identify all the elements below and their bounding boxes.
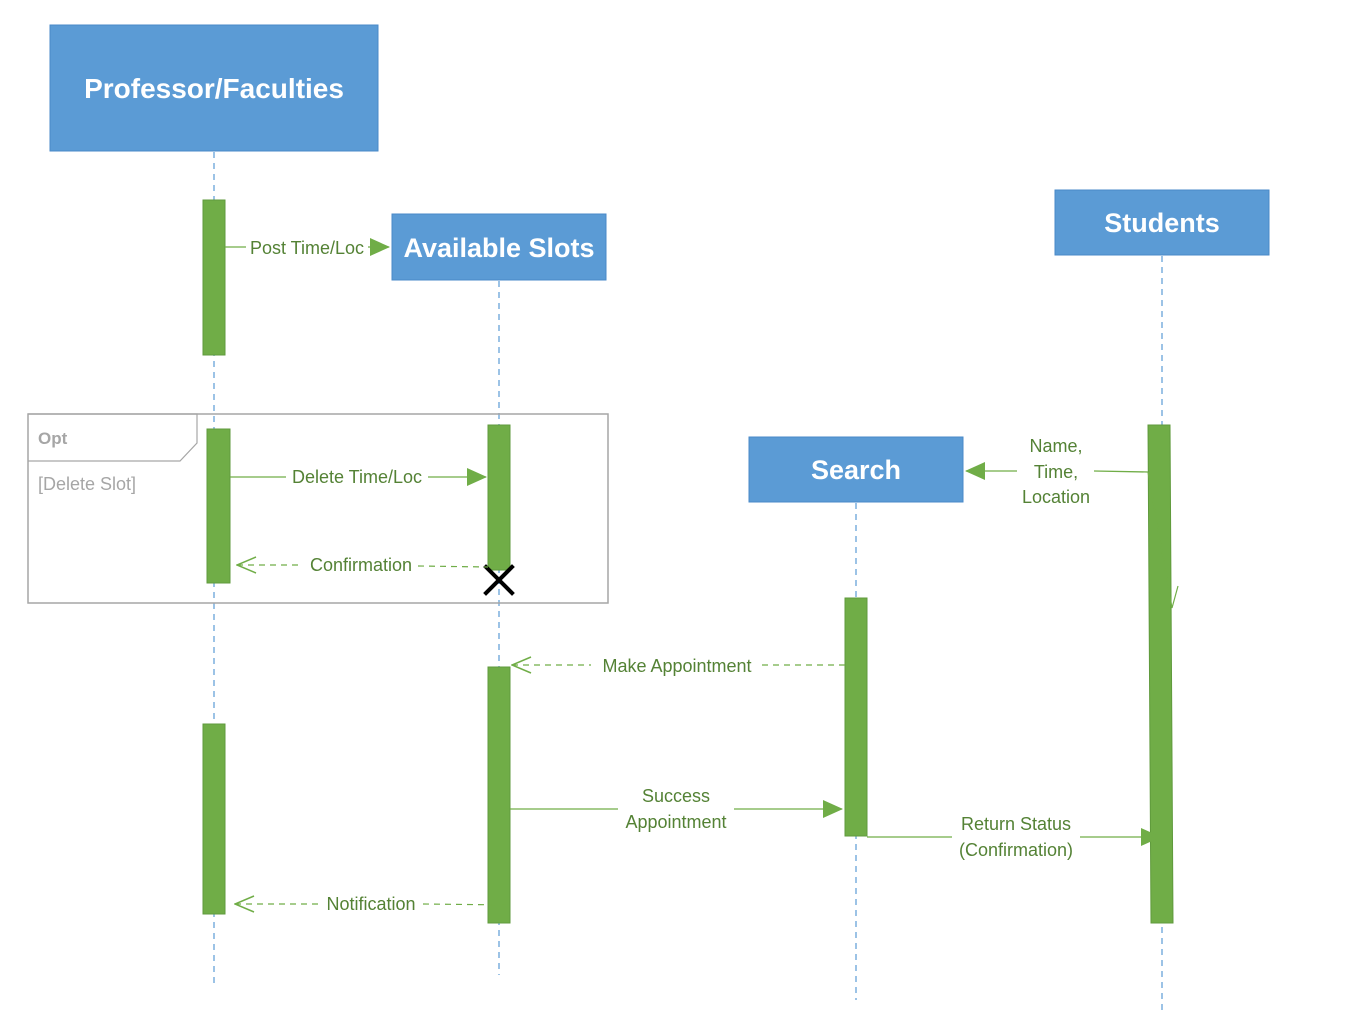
lifeline-search: Search [748,436,964,503]
message-return-status-line-1: Return Status [961,814,1071,834]
professor-box [49,24,379,152]
professor-activation-3 [202,723,226,915]
message-delete: Delete Time/Loc [230,467,487,487]
slots-activation-2 [487,666,511,924]
lifeline-lines [213,152,1163,1012]
professor-activation-1 [202,199,226,356]
students-activation [1147,424,1174,924]
message-delete-label: Delete Time/Loc [292,467,422,487]
message-return-status: Return Status (Confirmation) [867,814,1161,860]
opt-frame [27,413,609,604]
search-box [748,436,964,503]
slots-box [391,213,607,281]
message-search-params-line-2: Time, [1034,462,1078,482]
opt-operator: Opt [38,429,68,448]
professor-activation-2 [206,428,231,584]
message-success-line-1: Success [642,786,710,806]
message-search-params-line-3: Location [1022,487,1090,507]
message-post-label: Post Time/Loc [250,238,364,258]
destroy-icon [483,564,515,596]
message-success: Success Appointment [510,786,843,832]
activation-bars [202,199,1174,924]
message-search-params-line-1: Name, [1029,436,1082,456]
message-search-params: Name, Time, Location [965,436,1149,507]
message-make-appointment-label: Make Appointment [602,656,751,676]
opt-tag-box [28,413,198,462]
search-activation [844,597,868,837]
message-post: Post Time/Loc [225,238,390,258]
message-confirmation-label: Confirmation [310,555,412,575]
students-self-call [1147,471,1179,609]
students-label: Students [1104,208,1220,238]
message-return-status-line-2: (Confirmation) [959,840,1073,860]
lifeline-students: Students [1054,189,1270,256]
message-make-appointment: Make Appointment [512,656,845,676]
students-box [1054,189,1270,256]
slots-label: Available Slots [403,233,594,263]
message-confirmation: Confirmation [237,555,489,575]
lifeline-slots: Available Slots [391,213,607,281]
message-notification: Notification [235,894,511,914]
search-label: Search [811,455,901,485]
professor-label: Professor/Faculties [84,73,344,104]
message-notification-label: Notification [326,894,415,914]
slots-activation-1 [487,424,511,571]
opt-fragment: Opt [Delete Slot] [27,413,609,604]
lifeline-professor: Professor/Faculties [49,24,379,152]
opt-guard: [Delete Slot] [38,474,136,494]
message-success-line-2: Appointment [625,812,726,832]
